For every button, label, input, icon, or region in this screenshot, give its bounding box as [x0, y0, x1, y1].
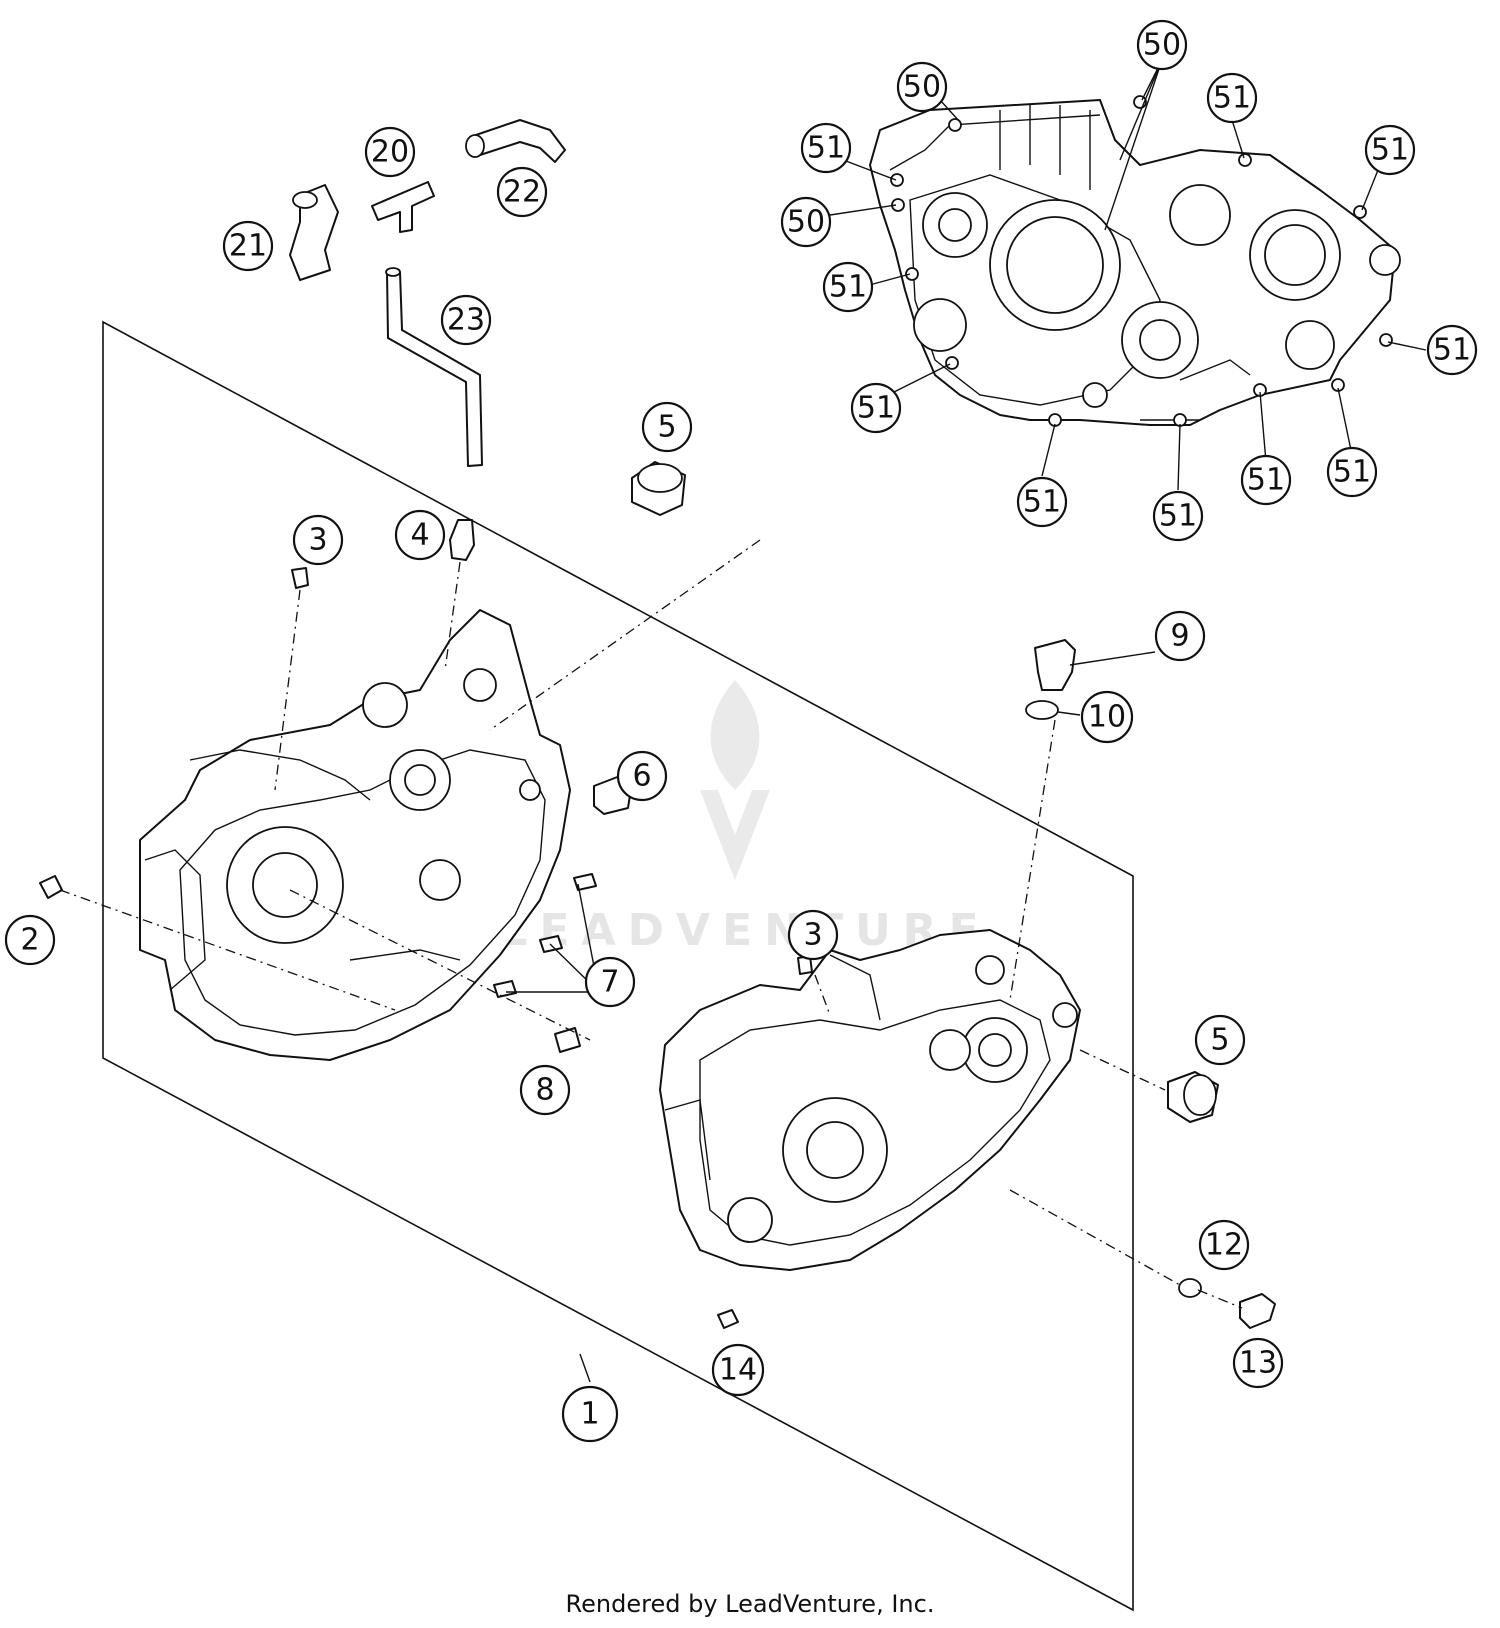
callout-3-left: 3: [292, 514, 344, 566]
callout-50-left-label: 50: [787, 205, 825, 240]
callout-51-right: 51: [1426, 324, 1478, 376]
callout-50-left: 50: [780, 196, 832, 248]
t-fitting-20: [371, 181, 435, 233]
callout-8-label: 8: [535, 1073, 554, 1108]
callout-22-label: 22: [503, 175, 541, 210]
oil-screw-9: [1034, 639, 1076, 691]
callout-9-label: 9: [1170, 619, 1189, 654]
callout-8: 8: [519, 1064, 571, 1116]
callout-51-mid-left-label: 51: [829, 270, 867, 305]
callout-1: 1: [561, 1385, 619, 1443]
callout-51-bottom-2-label: 51: [1159, 499, 1197, 534]
callout-10-label: 10: [1088, 700, 1126, 735]
callout-10: 10: [1080, 690, 1134, 744]
bearing-5-top: [631, 461, 686, 516]
case-assembly-frame: [102, 320, 1134, 1612]
callout-50-top-label: 50: [1143, 28, 1181, 63]
callout-13-label: 13: [1239, 1346, 1277, 1381]
watermark-text: LEADVENTURE: [499, 905, 990, 956]
callout-5-right-label: 5: [1210, 1023, 1229, 1058]
hose-elbow-22: [465, 119, 566, 163]
callout-4-label: 4: [410, 518, 429, 553]
callout-13: 13: [1232, 1337, 1284, 1389]
drain-plug-13: [1239, 1293, 1276, 1329]
callout-14: 14: [711, 1343, 765, 1397]
seal-ring-12: [1178, 1278, 1202, 1298]
callout-51-top-left: 51: [800, 122, 852, 174]
callout-3-left-label: 3: [308, 523, 327, 558]
callout-51-bottom-3: 51: [1240, 454, 1292, 506]
callout-51-top-right-label: 51: [1371, 133, 1409, 168]
callout-51-top: 51: [1206, 72, 1258, 124]
callout-51-right-label: 51: [1433, 333, 1471, 368]
dowel-7-group: [493, 873, 597, 998]
callout-3-right-label: 3: [803, 918, 822, 953]
o-ring-10: [1025, 700, 1059, 720]
callout-2-label: 2: [20, 923, 39, 958]
alignment-lines: [59, 539, 1243, 1309]
callout-4: 4: [394, 509, 446, 561]
bolt-3-left: [291, 567, 309, 589]
callout-51-bottom-4: 51: [1326, 446, 1378, 498]
callout-51-lower-left-label: 51: [857, 391, 895, 426]
callout-12-label: 12: [1205, 1228, 1243, 1263]
callout-51-bottom-1-label: 51: [1023, 485, 1061, 520]
callout-6: 6: [616, 750, 668, 802]
callout-3-right: 3: [787, 909, 839, 961]
callout-50-top-left-label: 50: [903, 70, 941, 105]
credit-text: Rendered by LeadVenture, Inc.: [566, 1590, 935, 1618]
left-crankcase-half: [139, 609, 571, 1061]
right-crankcase-half: [659, 929, 1081, 1271]
callout-23: 23: [440, 294, 492, 346]
watermark-flame-logo: [700, 680, 770, 880]
callout-9: 9: [1154, 610, 1206, 662]
bushing-8: [554, 1027, 581, 1053]
callout-20-label: 20: [371, 135, 409, 170]
crankcase-bolt-pattern-view: [869, 95, 1401, 427]
callout-5-top: 5: [641, 401, 693, 453]
callout-51-bottom-2: 51: [1152, 490, 1204, 542]
callout-51-top-label: 51: [1213, 81, 1251, 116]
callout-51-bottom-1: 51: [1016, 476, 1068, 528]
callout-51-bottom-4-label: 51: [1333, 455, 1371, 490]
hose-elbow-21: [289, 184, 339, 281]
callout-5-right: 5: [1194, 1014, 1246, 1066]
callout-14-label: 14: [719, 1353, 757, 1388]
bearing-5-right: [1167, 1071, 1219, 1123]
breather-nipple-4: [449, 519, 475, 561]
callout-21: 21: [222, 220, 274, 272]
callout-12: 12: [1198, 1219, 1250, 1271]
callout-1-label: 1: [580, 1397, 599, 1432]
callout-51-lower-left: 51: [850, 382, 902, 434]
callout-50-top: 50: [1136, 19, 1188, 71]
callout-7-label: 7: [600, 965, 619, 1000]
breather-hose-23: [385, 267, 483, 467]
watermark: LEADVENTURE: [499, 680, 990, 956]
plug-2: [39, 875, 63, 899]
callout-51-mid-left: 51: [822, 261, 874, 313]
callout-7: 7: [584, 956, 636, 1008]
callout-21-label: 21: [229, 229, 267, 264]
callout-51-top-right: 51: [1364, 124, 1416, 176]
callout-51-top-left-label: 51: [807, 131, 845, 166]
callout-22: 22: [496, 166, 548, 218]
plug-14: [717, 1309, 739, 1329]
callout-23-label: 23: [447, 303, 485, 338]
callout-6-label: 6: [632, 759, 651, 794]
callout-2: 2: [4, 914, 56, 966]
callout-5-top-label: 5: [657, 410, 676, 445]
callout-20: 20: [364, 126, 416, 178]
callout-51-bottom-3-label: 51: [1247, 463, 1285, 498]
callout-50-top-left: 50: [896, 61, 948, 113]
